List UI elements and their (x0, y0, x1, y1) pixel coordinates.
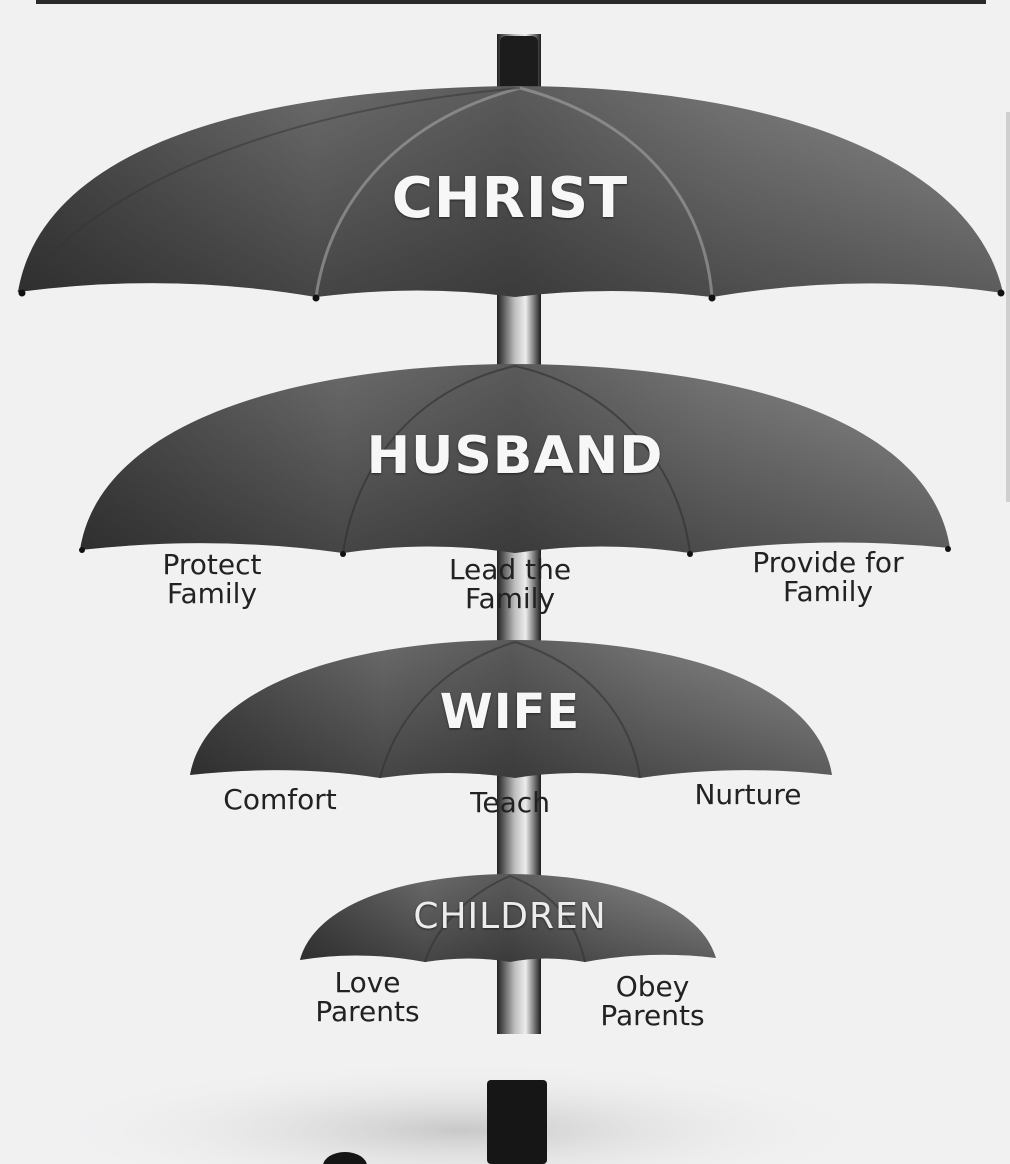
duty-line: Lead the (448, 553, 572, 586)
ground-object (323, 1152, 367, 1164)
duty-lead-family: Lead the Family (420, 555, 600, 614)
umbrella-handle (487, 1080, 547, 1164)
umbrella-children (300, 874, 716, 963)
scroll-indicator (1006, 112, 1010, 502)
duty-line: Provide for (752, 546, 904, 579)
title-christ: CHRIST (391, 166, 629, 231)
duty-provide-family: Provide for Family (722, 548, 934, 607)
duty-line: Parents (600, 999, 705, 1033)
duty-line: Obey (615, 970, 690, 1003)
duty-line: Parents (315, 995, 420, 1029)
top-border (36, 0, 986, 4)
title-wife: WIFE (439, 684, 581, 740)
duty-line: Protect (162, 548, 262, 581)
umbrella-christ (17, 86, 1005, 302)
duty-comfort: Comfort (223, 783, 337, 816)
duty-line: Family (166, 577, 258, 611)
duty-line: Family (782, 575, 874, 609)
shaft-tip (500, 36, 538, 94)
duty-teach: Teach (470, 786, 550, 819)
duty-line: Love (334, 966, 401, 999)
title-husband: HUSBAND (366, 426, 664, 486)
umbrella-wife (190, 640, 832, 779)
umbrella-husband (79, 364, 951, 557)
duty-nurture: Nurture (694, 778, 802, 811)
duty-protect-family: Protect Family (132, 550, 292, 609)
title-children: CHILDREN (413, 896, 607, 937)
duty-love-parents: Love Parents (295, 968, 440, 1027)
duty-obey-parents: Obey Parents (580, 972, 725, 1031)
duty-line: Family (464, 582, 556, 616)
